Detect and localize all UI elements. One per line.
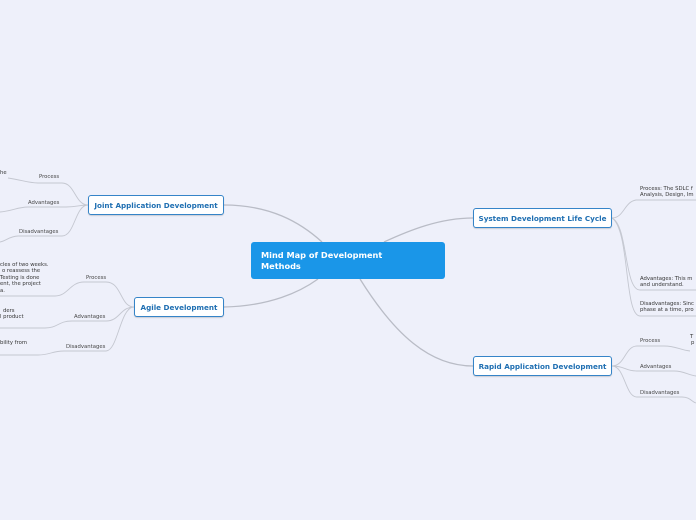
rad-advantages-label[interactable]: Advantages <box>640 364 672 370</box>
branch-joint-application-development[interactable]: Joint Application Development <box>88 195 224 215</box>
branch-label: Joint Application Development <box>94 200 218 210</box>
rad-disadvantages-label[interactable]: Disadvantages <box>640 390 680 396</box>
branch-system-development-life-cycle[interactable]: System Development Life Cycle <box>473 208 612 228</box>
agile-advantages-label[interactable]: Advantages <box>74 314 106 320</box>
central-topic-line2: Methods <box>261 261 301 271</box>
central-topic[interactable]: Mind Map of Development Methods <box>251 242 445 279</box>
agile-process-label[interactable]: Process <box>86 275 107 281</box>
sdlc-advantages-text: Advantages: This m and understand. <box>640 276 693 289</box>
jad-disadvantages-label[interactable]: Disadvantages <box>19 229 59 235</box>
sdlc-disadvantages-text: Disadvantages: Sinc phase at a time, pro <box>640 301 694 314</box>
rad-process-text: T p <box>690 334 695 347</box>
jad-process-label[interactable]: Process <box>39 174 60 180</box>
jad-advantages-label[interactable]: Advantages <box>28 200 60 206</box>
rad-process-label[interactable]: Process <box>640 338 661 344</box>
central-topic-line1: Mind Map of Development <box>261 250 383 260</box>
agile-disadvantages-text: bility from <box>0 340 27 346</box>
sdlc-process-text: Process: The SDLC f Analysis, Design, Im <box>640 186 694 199</box>
agile-disadvantages-label[interactable]: Disadvantages <box>66 344 106 350</box>
agile-process-text: cles of two weeks. o reassess the Testin… <box>0 262 49 294</box>
branch-label: Agile Development <box>140 302 218 312</box>
branch-label: System Development Life Cycle <box>478 213 607 223</box>
branch-agile-development[interactable]: Agile Development <box>134 297 224 317</box>
branch-rapid-application-development[interactable]: Rapid Application Development <box>473 356 612 376</box>
branch-label: Rapid Application Development <box>478 361 607 371</box>
agile-advantages-text: ders l product <box>0 308 24 321</box>
jad-process-text: he <box>0 170 7 176</box>
